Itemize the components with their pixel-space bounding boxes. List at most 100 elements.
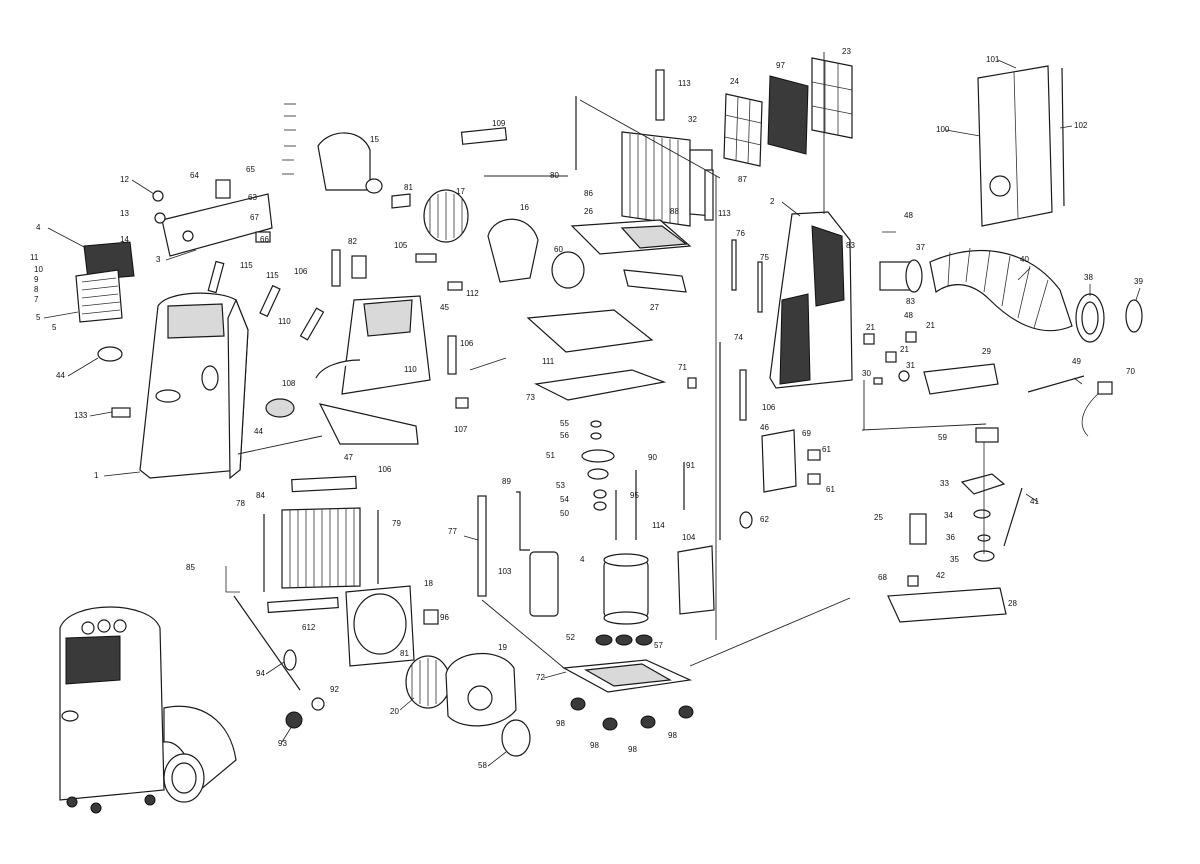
callout-label: 612	[302, 623, 316, 632]
plate-111	[526, 309, 654, 353]
callout-label: 9	[34, 275, 39, 284]
callout-label: 55	[560, 419, 569, 428]
filter-frame-23	[811, 57, 853, 139]
callout-label: 30	[862, 369, 871, 378]
callout-label: 115	[240, 261, 253, 270]
callout-label: 106	[460, 339, 474, 348]
rear-housing-2	[769, 211, 853, 389]
callout-label: 98	[590, 741, 599, 750]
callout-label: 57	[654, 641, 663, 650]
callout-label: 87	[738, 175, 747, 184]
callout-label: 82	[348, 237, 357, 246]
callout-label: 36	[946, 533, 955, 542]
duct-81	[391, 193, 411, 209]
callout-label: 74	[734, 333, 743, 342]
callout-label: 113	[718, 209, 731, 218]
callout-label: 106	[294, 267, 308, 276]
foam-strips	[259, 249, 469, 409]
panel-47	[318, 403, 419, 445]
tray-29	[923, 363, 999, 395]
callout-label: 42	[936, 571, 945, 580]
callout-label: 18	[424, 579, 433, 588]
compressor-49	[603, 470, 649, 625]
drain-pan-26	[570, 219, 692, 255]
callout-label: 103	[498, 567, 512, 576]
callout-labels: 1 2 3 4 5 5 7 8 9 10 11 12 13 14 15 16 1…	[30, 47, 1143, 770]
callout-label: 10	[34, 265, 43, 274]
tray-27	[623, 269, 687, 293]
callout-label: 26	[584, 207, 593, 216]
callout-label: 98	[628, 745, 637, 754]
callout-label: 83	[906, 297, 915, 306]
callout-label: 1	[94, 471, 99, 480]
callout-label: 112	[466, 289, 479, 298]
hose-adapter-37	[879, 259, 923, 293]
back-panel	[977, 65, 1065, 227]
small-parts-top	[351, 127, 508, 291]
rods	[477, 239, 763, 597]
callout-label: 21	[900, 345, 909, 354]
callout-label: 29	[982, 347, 991, 356]
callout-label: 12	[120, 175, 129, 184]
callout-label: 25	[874, 513, 883, 522]
callout-label: 52	[566, 633, 575, 642]
callout-label: 16	[520, 203, 529, 212]
grommets	[595, 634, 653, 646]
callout-label: 32	[688, 115, 697, 124]
fan-shroud-16	[487, 218, 539, 283]
callout-label: 5	[36, 313, 41, 322]
callout-label: 51	[546, 451, 555, 460]
insulation-103	[529, 551, 559, 617]
valve-stack	[581, 420, 615, 511]
fan-scroll-19	[445, 653, 517, 727]
blower-wheel-17	[423, 189, 469, 243]
power-cord	[1027, 375, 1113, 437]
callout-label: 83	[846, 241, 855, 250]
callout-label: 48	[904, 211, 913, 220]
callout-label: 108	[282, 379, 296, 388]
callout-label: 3	[156, 255, 161, 264]
callout-label: 90	[648, 453, 657, 462]
callout-label: 110	[278, 317, 291, 326]
assembly-lines	[237, 52, 987, 669]
callout-label: 20	[390, 707, 399, 716]
pipe-assembly	[233, 595, 325, 729]
air-guide-45	[341, 295, 431, 395]
callout-label: 114	[652, 521, 665, 530]
callout-label: 95	[630, 491, 639, 500]
callout-label: 110	[404, 365, 417, 374]
callout-label: 81	[404, 183, 413, 192]
callout-label: 78	[236, 499, 245, 508]
callout-label: 49	[1072, 357, 1081, 366]
callout-label: 98	[556, 719, 565, 728]
exhaust-hose-40	[929, 247, 1073, 332]
callout-label: 45	[440, 303, 449, 312]
callout-label: 40	[1020, 255, 1029, 264]
callout-label: 107	[454, 425, 468, 434]
callout-label: 94	[256, 669, 265, 678]
callout-label: 93	[278, 739, 287, 748]
callout-label: 133	[74, 411, 88, 420]
callout-label: 75	[760, 253, 769, 262]
callout-leaders	[43, 59, 1141, 767]
callout-label: 79	[392, 519, 401, 528]
fan-motor-58	[501, 719, 531, 757]
condenser-84	[225, 475, 379, 614]
strip-108	[315, 359, 361, 379]
callout-label: 41	[1030, 497, 1039, 506]
assembled-unit	[59, 606, 237, 814]
end-ring-39	[1125, 299, 1143, 333]
callout-label: 34	[944, 511, 953, 520]
callout-label: 56	[560, 431, 569, 440]
callout-label: 23	[842, 47, 851, 56]
callout-label: 21	[926, 321, 935, 330]
callout-label: 85	[186, 563, 195, 572]
callout-label: 97	[776, 61, 785, 70]
control-bracket	[152, 179, 273, 294]
small-parts-rear	[687, 331, 917, 389]
callout-label: 67	[250, 213, 259, 222]
callout-label: 54	[560, 495, 569, 504]
callout-label: 76	[736, 229, 745, 238]
callout-label: 38	[1084, 273, 1093, 282]
